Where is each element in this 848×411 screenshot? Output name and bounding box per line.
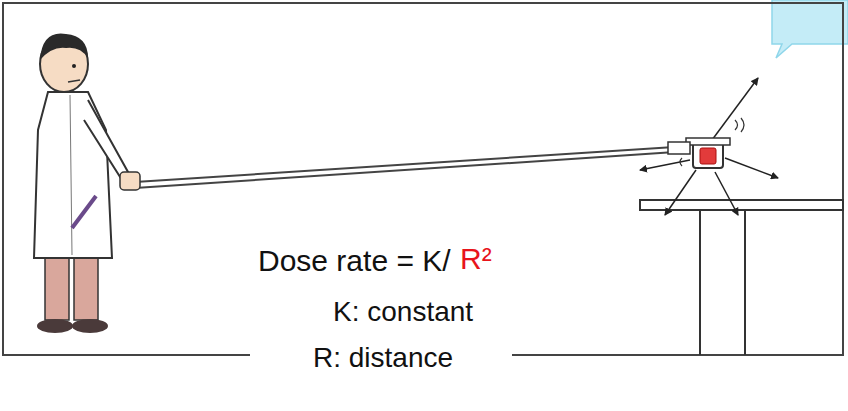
radiation-arrows-part [735, 118, 744, 132]
radiation-arrows-part [712, 78, 758, 140]
table-part [699, 210, 701, 355]
speech-bubble-part [772, 0, 848, 58]
tongs-pole-part [668, 142, 690, 154]
legend-note: R: distance [313, 342, 453, 374]
legend-note: K: constant [333, 296, 473, 328]
worker-figure-part [72, 319, 108, 333]
text-ground-part [250, 238, 512, 411]
radiation-arrows-part [665, 170, 696, 215]
worker-figure-part [72, 196, 96, 228]
worker-figure-part [37, 319, 73, 333]
radiation-arrows-part [640, 160, 690, 170]
worker-figure-part [120, 172, 140, 190]
picture-frame-part [3, 3, 843, 355]
radiation-arrows-part [680, 158, 682, 166]
worker-figure-part [70, 95, 72, 255]
table [640, 200, 843, 355]
tongs-pole-part [135, 146, 690, 182]
formula-text: Dose rate = K/ [258, 244, 451, 279]
worker-figure-part [68, 80, 80, 82]
formula-variable: R² [460, 242, 492, 277]
tongs-pole-part [135, 151, 690, 188]
radioactive-source-part [693, 142, 723, 168]
worker-figure-part [74, 252, 98, 320]
worker-figure [34, 34, 140, 333]
table-part [640, 200, 843, 210]
worker-figure-part [34, 92, 112, 258]
speech-bubble [772, 0, 848, 58]
radioactive-source-part [700, 148, 716, 164]
radiation-arrows-part [725, 158, 778, 178]
radioactive-source-part [686, 138, 730, 145]
worker-figure-part [84, 100, 128, 180]
worker-figure-part [45, 252, 69, 320]
radiation-arrows [640, 78, 778, 215]
tongs-pole [135, 142, 690, 188]
radiation-arrows-part [715, 172, 738, 215]
table-part [744, 210, 746, 355]
picture-frame [3, 3, 843, 355]
worker-figure-part [72, 64, 76, 68]
worker-figure-part [40, 34, 88, 60]
text-ground [250, 238, 512, 411]
radioactive-source [686, 138, 730, 168]
